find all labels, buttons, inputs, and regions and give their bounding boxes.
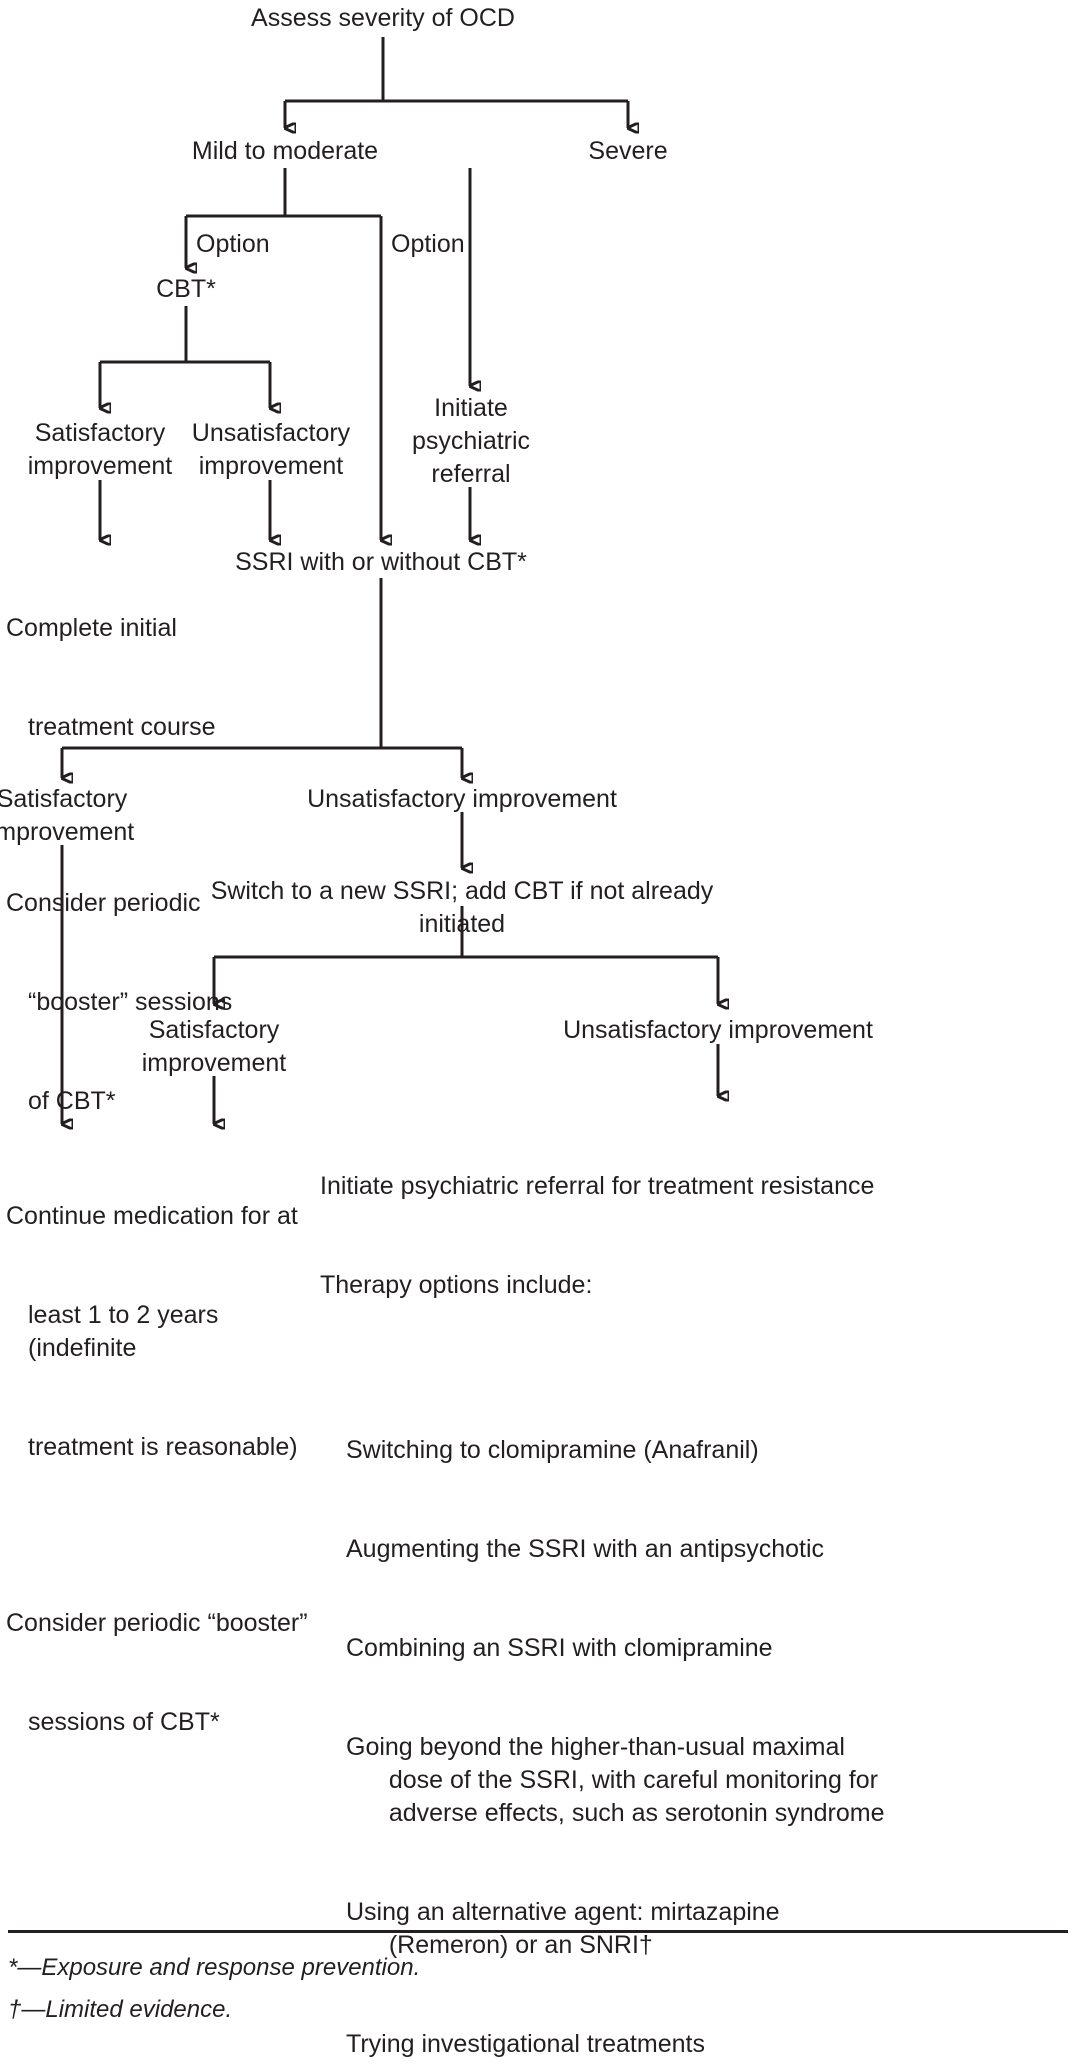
therapy-option-item: Using an alternative agent: mirtazapine … xyxy=(346,1898,780,1959)
node-mild-to-moderate: Mild to moderate xyxy=(191,137,379,165)
footnote-divider xyxy=(8,1930,1068,1933)
node-switch-to-new-ssri: Switch to a new SSRI; add CBT if not alr… xyxy=(210,877,721,938)
footnote-dagger: †—Limited evidence. xyxy=(8,1996,233,2023)
outcome-line: Continue medication for at xyxy=(6,1202,298,1230)
edge-label-option-right: Option xyxy=(391,230,465,258)
node-cbt-unsatisfactory: Unsatisfactory improvement xyxy=(191,419,351,480)
outcome-line: treatment course xyxy=(28,713,216,741)
resistance-heading: Initiate psychiatric referral for treatm… xyxy=(320,1172,875,1200)
therapy-option-item: Switching to clomipramine (Anafranil) xyxy=(346,1436,759,1464)
node-switch-unsatisfactory: Unsatisfactory improvement xyxy=(563,1016,873,1044)
node-switch-satisfactory: Satisfactory improvement xyxy=(141,1016,287,1077)
outcome-continue-medication: Continue medication for at least 1 to 2 … xyxy=(6,1134,316,1805)
treatment-resistance-block: Initiate psychiatric referral for treatm… xyxy=(320,1104,1076,2066)
therapy-option-item: Augmenting the SSRI with an antipsychoti… xyxy=(346,1535,825,1563)
node-severe: Severe xyxy=(588,137,668,165)
outcome-line: Complete initial xyxy=(6,614,177,642)
outcome-complete-initial-treatment: Complete initial treatment course Consid… xyxy=(6,546,256,1184)
node-ssri-with-or-without-cbt: SSRI with or without CBT* xyxy=(235,548,527,576)
node-ssri-unsatisfactory: Unsatisfactory improvement xyxy=(307,785,617,813)
therapy-options-list: Switching to clomipramine (Anafranil) Au… xyxy=(320,1368,1076,2066)
outcome-line: of CBT* xyxy=(28,1087,116,1115)
outcome-line: treatment is reasonable) xyxy=(28,1433,298,1461)
node-cbt-satisfactory: Satisfactory improvement xyxy=(27,419,173,480)
outcome-line: sessions of CBT* xyxy=(28,1708,220,1736)
outcome-line: Consider periodic xyxy=(6,889,201,917)
node-initiate-psychiatric-referral: Initiate psychiatric referral xyxy=(411,394,531,488)
footnote-asterisk: *—Exposure and response prevention. xyxy=(8,1954,421,1981)
node-cbt: CBT* xyxy=(156,275,216,303)
outcome-line: Consider periodic “booster” xyxy=(6,1609,308,1637)
edge-label-option-left: Option xyxy=(196,230,270,258)
node-assess-severity: Assess severity of OCD xyxy=(251,4,515,32)
spacer xyxy=(6,1530,316,1541)
therapy-option-item: Combining an SSRI with clomipramine xyxy=(346,1634,773,1662)
therapy-option-item: Going beyond the higher-than-usual maxim… xyxy=(346,1733,885,1827)
node-ssri-satisfactory: Satisfactory improvement xyxy=(0,785,135,846)
resistance-subheading: Therapy options include: xyxy=(320,1271,593,1299)
therapy-option-item: Trying investigational treatments xyxy=(346,2030,705,2058)
outcome-line: least 1 to 2 years (indefinite xyxy=(28,1301,226,1362)
outcome-line: “booster” sessions xyxy=(28,988,233,1016)
